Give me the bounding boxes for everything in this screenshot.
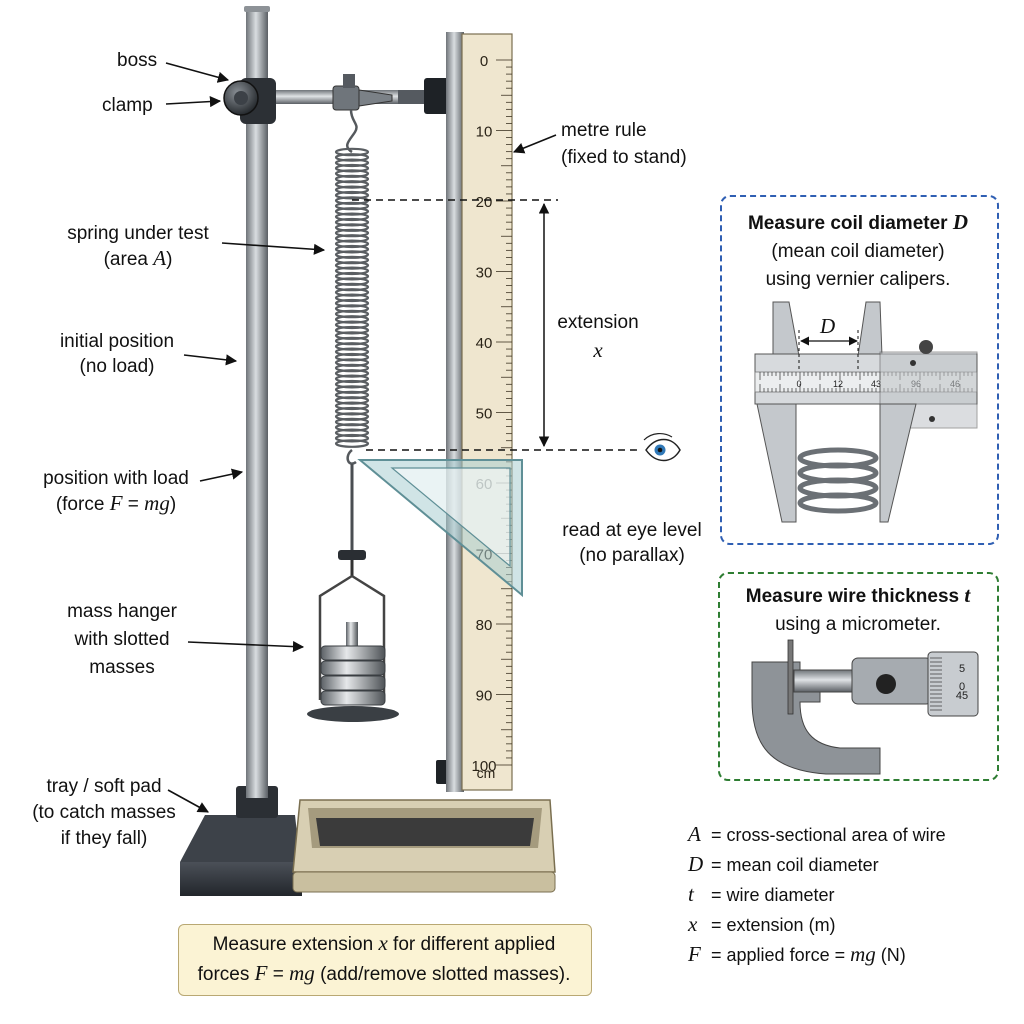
tray	[292, 799, 556, 893]
ruler-tick-label: 0	[480, 53, 488, 70]
micrometer: 5 045	[751, 639, 979, 775]
legend-row: A = cross-sectional area of wire	[688, 822, 946, 846]
ruler-tick-label: 90	[476, 688, 493, 705]
ruler-tick-label: 20	[476, 194, 493, 211]
thimble-label: 5	[959, 663, 965, 675]
label-tray: tray / soft pad (to catch masses if they…	[32, 776, 176, 849]
stand-rod	[246, 8, 268, 798]
legend-row: F = applied force = mg (N)	[688, 942, 906, 966]
spring	[334, 109, 370, 552]
legend-row: t = wire diameter	[688, 882, 835, 906]
label-clamp: clamp	[102, 95, 153, 116]
label-initial-position: initial position (no load)	[59, 331, 175, 377]
micrometer-box-text: Measure wire thickness t using a microme…	[745, 583, 971, 635]
caption-box	[178, 924, 592, 996]
symbol-legend: A = cross-sectional area of wire D = mea…	[688, 820, 946, 970]
vernier-scale-label: 43	[871, 379, 881, 389]
thimble-label: 45	[956, 690, 968, 702]
ruler-unit: cm	[477, 765, 496, 781]
vernier-scale-label: 0	[796, 379, 801, 389]
label-eye-level: read at eye level (no parallax)	[562, 520, 702, 566]
legend-row: x = extension (m)	[688, 912, 836, 936]
ruler-tick-label: 80	[476, 617, 493, 634]
label-mass-hanger: mass hanger with slotted masses	[67, 601, 177, 678]
label-boss: boss	[117, 50, 158, 71]
metre-rule: 0102030405060708090100cm	[461, 33, 513, 791]
label-metre-rule: metre rule	[561, 120, 647, 141]
boss-clamp	[223, 78, 276, 124]
ruler-tick-label: 30	[476, 265, 493, 282]
vernier-caliper: 012439646	[754, 301, 978, 523]
ruler-tick-label: 50	[476, 406, 493, 423]
spring-clamp	[332, 74, 428, 111]
eye-icon	[643, 433, 681, 462]
caliper-d-label: D	[820, 314, 836, 338]
label-spring: spring under test (area A)	[67, 223, 209, 270]
label-arrows	[165, 62, 557, 813]
ruler-tick-label: 100	[471, 758, 496, 775]
label-extension: extension x	[557, 312, 639, 362]
label-metre-rule-note: (fixed to stand)	[561, 147, 687, 168]
caption-text: Measure extension x for different applie…	[197, 931, 571, 985]
thimble-label: 0	[959, 681, 965, 693]
mass-hanger	[307, 550, 399, 722]
label-position-with-load: position with load (force F = mg)	[43, 468, 189, 515]
ruler-tick-label: 10	[476, 124, 493, 141]
legend-row: D = mean coil diameter	[688, 852, 879, 876]
stand-base	[180, 786, 302, 896]
ruler-tick-label: 40	[476, 335, 493, 352]
vernier-box-text: Measure coil diameter D (mean coil diame…	[747, 210, 969, 290]
micrometer-box	[718, 572, 999, 781]
vernier-scale-label: 12	[833, 379, 843, 389]
vernier-box	[720, 195, 999, 545]
